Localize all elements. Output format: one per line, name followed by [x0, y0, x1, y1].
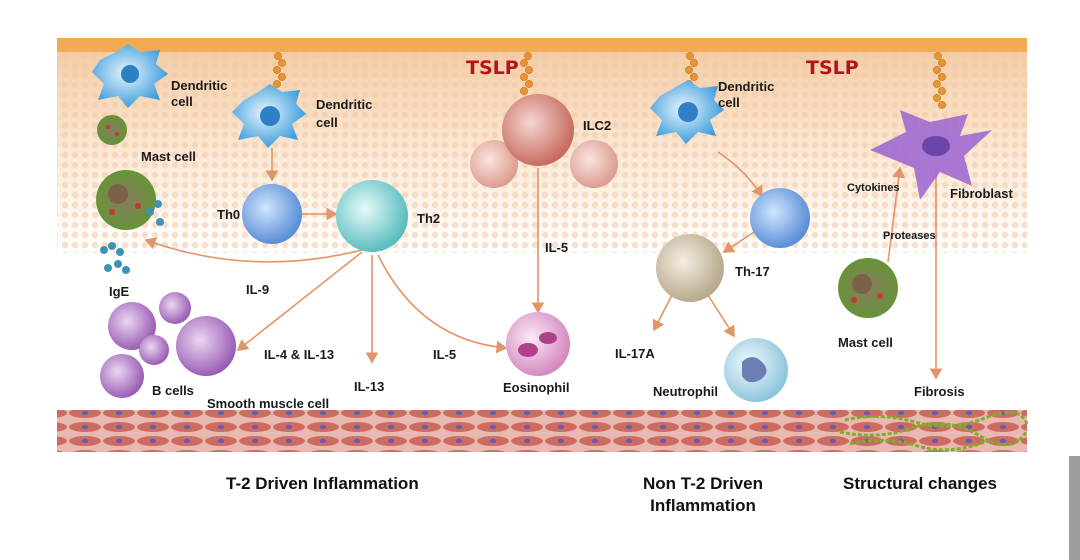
ilc2-label: ILC2 — [583, 118, 612, 133]
dendritic-cell-top-left-graphic — [92, 44, 168, 108]
tslp-label-right: TSLP — [806, 57, 859, 79]
fibrosis-fibers — [839, 410, 1029, 452]
il4-il13-label: IL-4 & IL-13 — [264, 347, 335, 362]
il5-left-label: IL-5 — [433, 347, 457, 362]
th17-label: Th-17 — [735, 264, 770, 279]
b-cells-label: B cells — [152, 383, 194, 398]
th0-cell-graphic — [242, 184, 302, 244]
il13-label: IL-13 — [354, 379, 385, 394]
proteases-label: Proteases — [883, 230, 936, 242]
il17a-label: IL-17A — [615, 346, 655, 361]
il9-label: IL-9 — [246, 282, 270, 297]
th0-label: Th0 — [217, 207, 241, 222]
neutrophil-graphic — [724, 338, 788, 402]
dendritic-cell-center-graphic — [232, 84, 306, 148]
fibroblast-label: Fibroblast — [950, 186, 1013, 201]
mast-cell-left-label: Mast cell — [141, 149, 196, 164]
footer-non-t2-line2: Inflammation — [650, 496, 756, 515]
dendritic-cell-right-graphic — [650, 80, 724, 144]
ige-label: IgE — [109, 284, 130, 299]
mast-cell-right-graphic — [838, 258, 898, 318]
fibrosis-label: Fibrosis — [914, 384, 965, 399]
th2-cell-graphic — [336, 180, 408, 252]
eosinophil-graphic — [506, 312, 570, 376]
neutrophil-label: Neutrophil — [653, 384, 718, 399]
epithelium-surface — [57, 38, 1027, 52]
scrollbar-thumb[interactable] — [1069, 456, 1080, 560]
th17-precursor-graphic — [750, 188, 810, 248]
cytokines-label: Cytokines — [847, 182, 900, 194]
b-cells-graphic — [100, 292, 236, 398]
mast-cell-left-graphic — [96, 170, 156, 230]
pathway-arrows — [144, 148, 943, 380]
footer-structural-changes: Structural changes — [843, 474, 997, 493]
tslp-label-left: TSLP — [466, 57, 519, 79]
eosinophil-label: Eosinophil — [503, 380, 570, 395]
th17-cell-graphic — [656, 234, 724, 302]
mast-cell-small-graphic — [97, 115, 127, 145]
footer-t2-inflammation: T-2 Driven Inflammation — [226, 474, 419, 493]
th2-label: Th2 — [417, 211, 441, 226]
dendritic-cell-center-label: Dendritic cell — [316, 97, 373, 130]
dendritic-cell-top-left-label: Dendritic cell — [171, 78, 228, 109]
fibroblast-graphic — [870, 110, 992, 200]
footer-non-t2-line1: Non T-2 Driven — [643, 474, 763, 493]
ilc2-cells-graphic — [470, 94, 618, 188]
il5-ilc2-label: IL-5 — [545, 240, 569, 255]
mast-cell-right-label: Mast cell — [838, 335, 893, 350]
smooth-muscle-cell-label: Smooth muscle cell — [207, 396, 330, 411]
ige-antibodies-graphic — [100, 200, 164, 274]
dendritic-cell-right-label: Dendritic cell — [718, 79, 775, 110]
